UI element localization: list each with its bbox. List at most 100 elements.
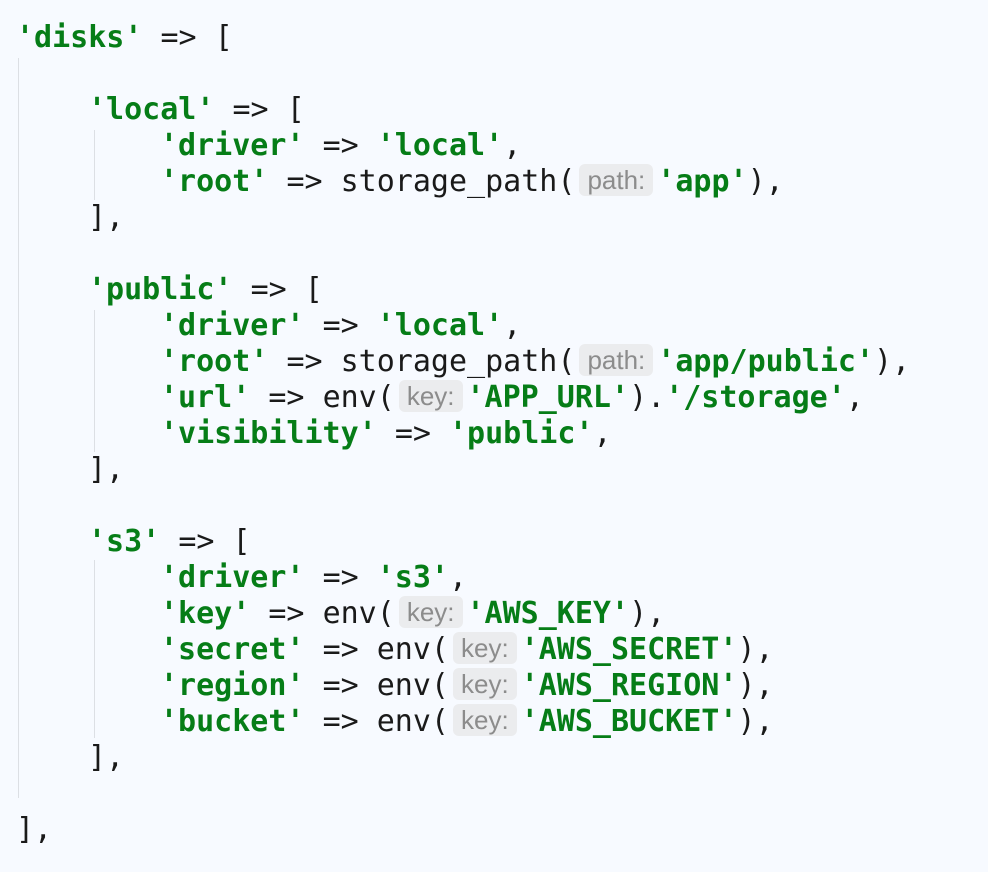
parameter-hint: key: <box>398 596 463 628</box>
code-line-local[interactable]: 'local' => [ <box>88 92 305 128</box>
arrow-operator: => <box>250 272 287 307</box>
open-bracket: [ <box>304 272 323 307</box>
string-token: 'AWS_SECRET' <box>520 632 738 667</box>
indent-guide-public <box>94 310 95 452</box>
open-bracket: [ <box>232 524 251 559</box>
close-paren: ), <box>874 344 911 379</box>
code-line-s3-secret[interactable]: 'secret' => env(key:'AWS_SECRET'), <box>160 632 774 668</box>
arrow-operator: => <box>394 416 431 451</box>
arrow-operator: => <box>322 668 359 703</box>
close-paren: ), <box>737 668 774 703</box>
code-line-s3[interactable]: 's3' => [ <box>88 524 251 560</box>
code-line-public[interactable]: 'public' => [ <box>88 272 323 308</box>
code-line-public-url[interactable]: 'url' => env(key:'APP_URL').'/storage', <box>160 380 864 416</box>
function-call: env( <box>322 380 395 415</box>
parameter-hint: key: <box>453 704 517 736</box>
concat-operator: ). <box>629 380 666 415</box>
function-call: storage_path( <box>340 344 576 379</box>
indent-guide-disks <box>18 58 19 798</box>
code-line-disks[interactable]: 'disks' => [ <box>16 20 233 56</box>
arrow-operator: => <box>286 164 323 199</box>
parameter-hint: key: <box>453 632 517 664</box>
string-token: 's3' <box>88 524 161 559</box>
string-token: 'APP_URL' <box>466 380 630 415</box>
parameter-hint: path: <box>579 164 654 196</box>
string-token: 'driver' <box>160 128 305 163</box>
string-token: 'app/public' <box>657 344 875 379</box>
code-line-public-close[interactable]: ], <box>88 452 124 488</box>
string-token: 'disks' <box>16 20 143 55</box>
function-call: env( <box>376 632 449 667</box>
string-token: 'AWS_KEY' <box>466 596 630 631</box>
close-paren: ), <box>629 596 666 631</box>
close-paren: ), <box>737 704 774 739</box>
string-token: 'secret' <box>160 632 305 667</box>
close-bracket: ], <box>16 812 53 847</box>
string-token: 'local' <box>88 92 215 127</box>
code-line-public-root[interactable]: 'root' => storage_path(path:'app/public'… <box>160 344 910 380</box>
comma: , <box>845 380 864 415</box>
indent-guide-s3 <box>94 560 95 738</box>
string-token: 'driver' <box>160 560 305 595</box>
arrow-operator: => <box>322 560 359 595</box>
arrow-operator: => <box>232 92 269 127</box>
parameter-hint: key: <box>398 380 463 412</box>
string-token: 'local' <box>376 128 504 163</box>
comma: , <box>593 416 612 451</box>
string-token: '/storage' <box>665 380 846 415</box>
close-bracket: ], <box>88 200 125 235</box>
arrow-operator: => <box>178 524 215 559</box>
open-bracket: [ <box>286 92 305 127</box>
code-line-public-driver[interactable]: 'driver' => 'local', <box>160 308 521 344</box>
string-token: 'visibility' <box>160 416 377 451</box>
open-bracket: [ <box>214 20 233 55</box>
string-token: 'AWS_BUCKET' <box>520 704 738 739</box>
close-paren: ), <box>747 164 784 199</box>
string-token: 'url' <box>160 380 251 415</box>
function-call: storage_path( <box>340 164 576 199</box>
arrow-operator: => <box>322 308 359 343</box>
arrow-operator: => <box>322 128 359 163</box>
code-line-s3-driver[interactable]: 'driver' => 's3', <box>160 560 467 596</box>
close-bracket: ], <box>88 452 125 487</box>
string-token: 's3' <box>376 560 449 595</box>
arrow-operator: => <box>322 632 359 667</box>
code-line-local-root[interactable]: 'root' => storage_path(path:'app'), <box>160 164 784 200</box>
string-token: 'public' <box>449 416 594 451</box>
code-line-local-close[interactable]: ], <box>88 200 124 236</box>
code-line-disks-close[interactable]: ], <box>16 812 52 848</box>
comma: , <box>503 128 522 163</box>
string-token: 'root' <box>160 344 269 379</box>
string-token: 'key' <box>160 596 251 631</box>
close-paren: ), <box>737 632 774 667</box>
code-line-s3-region[interactable]: 'region' => env(key:'AWS_REGION'), <box>160 668 774 704</box>
function-call: env( <box>376 668 449 703</box>
code-line-public-visibility[interactable]: 'visibility' => 'public', <box>160 416 612 452</box>
string-token: 'public' <box>88 272 233 307</box>
indent-guide-local <box>94 130 95 200</box>
arrow-operator: => <box>268 596 305 631</box>
string-token: 'app' <box>657 164 748 199</box>
function-call: env( <box>376 704 449 739</box>
comma: , <box>449 560 468 595</box>
code-line-s3-close[interactable]: ], <box>88 740 124 776</box>
function-call: env( <box>322 596 395 631</box>
arrow-operator: => <box>160 20 197 55</box>
code-line-s3-key[interactable]: 'key' => env(key:'AWS_KEY'), <box>160 596 665 632</box>
arrow-operator: => <box>286 344 323 379</box>
string-token: 'region' <box>160 668 305 703</box>
string-token: 'root' <box>160 164 269 199</box>
string-token: 'driver' <box>160 308 305 343</box>
parameter-hint: path: <box>579 344 654 376</box>
close-bracket: ], <box>88 740 125 775</box>
arrow-operator: => <box>268 380 305 415</box>
comma: , <box>503 308 522 343</box>
arrow-operator: => <box>322 704 359 739</box>
code-line-s3-bucket[interactable]: 'bucket' => env(key:'AWS_BUCKET'), <box>160 704 774 740</box>
code-line-local-driver[interactable]: 'driver' => 'local', <box>160 128 521 164</box>
parameter-hint: key: <box>453 668 517 700</box>
string-token: 'bucket' <box>160 704 305 739</box>
string-token: 'AWS_REGION' <box>520 668 738 703</box>
string-token: 'local' <box>376 308 504 343</box>
